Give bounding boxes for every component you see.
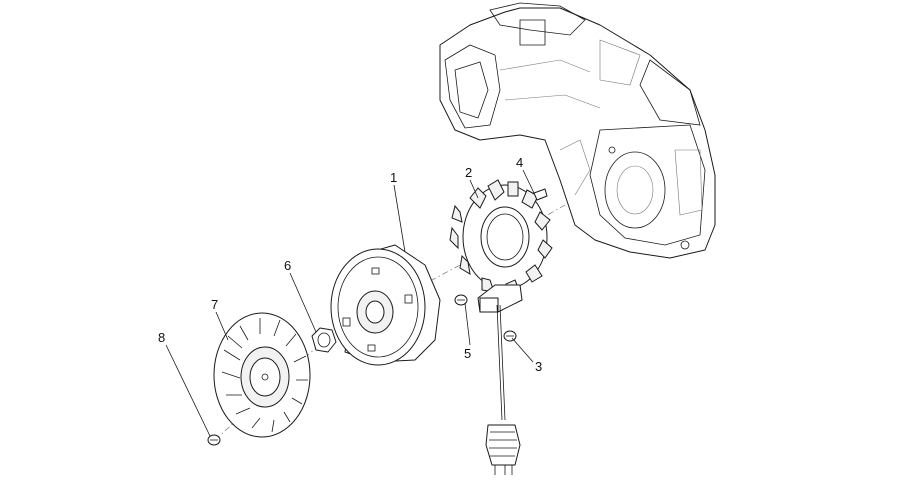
screw-8 <box>207 434 221 446</box>
stator <box>449 179 553 313</box>
woodruff-key <box>533 188 548 201</box>
wiring-harness <box>485 304 521 475</box>
callout-3: 3 <box>535 359 542 374</box>
callout-labels: 1 2 3 4 5 6 7 8 <box>158 155 542 374</box>
flywheel-rotor <box>330 244 441 366</box>
callout-6: 6 <box>284 258 291 273</box>
callout-1: 1 <box>390 170 397 185</box>
callout-7: 7 <box>211 297 218 312</box>
crankcase <box>439 2 716 259</box>
leader-lines <box>165 169 535 437</box>
screw-3 <box>503 330 517 342</box>
callout-5: 5 <box>464 346 471 361</box>
callout-8: 8 <box>158 330 165 345</box>
nut <box>311 327 337 353</box>
cooling-fan <box>213 312 311 438</box>
callout-2: 2 <box>465 165 472 180</box>
screw-5 <box>454 294 468 306</box>
callout-4: 4 <box>516 155 523 170</box>
